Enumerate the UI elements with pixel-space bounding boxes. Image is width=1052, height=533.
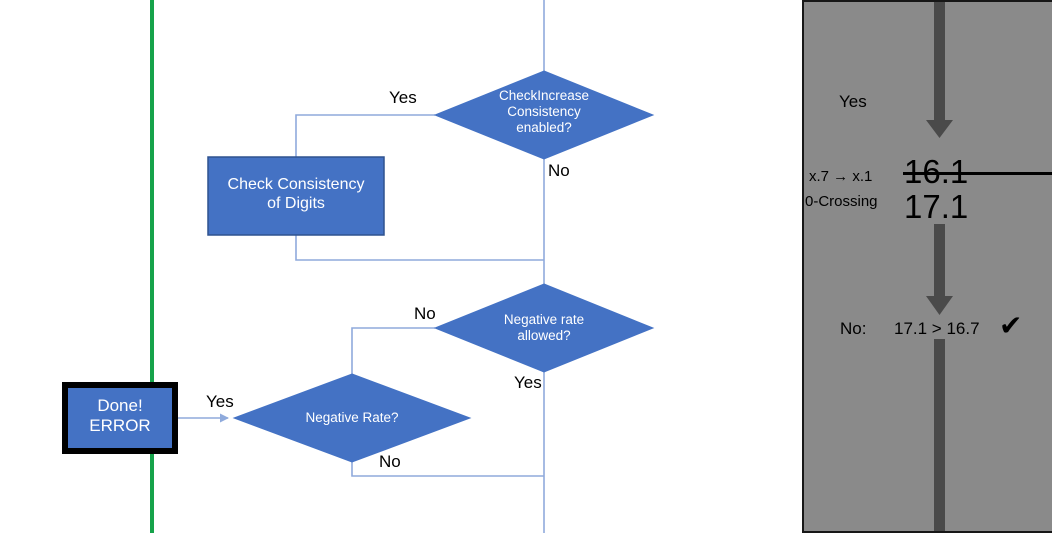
panel-result-prefix: No: xyxy=(840,319,867,338)
connector-yes-to-check-consistency xyxy=(295,114,435,157)
connector-check-consistency-to-trunk xyxy=(295,235,544,261)
panel-annotation-line-2: 0-Crossing xyxy=(805,193,878,210)
edge-label-no-negative-rate: No xyxy=(379,452,401,471)
decision-negative-rate-allowed[interactable] xyxy=(433,283,655,373)
terminal-done-error[interactable] xyxy=(62,382,178,454)
edge-label-yes-check-increase: Yes xyxy=(389,88,417,107)
flowchart-vector-layer xyxy=(62,0,655,533)
panel-tail-bottom xyxy=(934,339,945,531)
panel-tail-top xyxy=(934,224,945,252)
panel-result-comparison: 17.1 > 16.7 xyxy=(894,319,980,338)
panel-arrow-top xyxy=(926,2,953,138)
panel-value-current: 17.1 xyxy=(904,188,969,225)
flowchart-region: CheckIncrease Consistency enabled? Check… xyxy=(62,0,655,533)
panel-value-struck: 16.1 xyxy=(903,155,1052,188)
decision-negative-rate[interactable] xyxy=(232,373,472,463)
connector-no-to-negative-rate xyxy=(351,327,435,374)
panel-yes-label: Yes xyxy=(839,92,867,111)
edge-label-yes-negative-rate-allowed: Yes xyxy=(514,373,542,392)
connector-negative-rate-no-to-trunk xyxy=(351,462,544,477)
decision-check-increase-consistency[interactable] xyxy=(433,70,655,160)
annotation-panel: Yes x.7 → x.1 0-Crossing 16.1 17.1 No: 1… xyxy=(802,0,1052,533)
edge-label-no-check-increase: No xyxy=(548,161,570,180)
panel-result-check-icon: ✔ xyxy=(999,310,1023,341)
edge-label-yes-done-error: Yes xyxy=(206,392,234,411)
connector-group xyxy=(175,0,545,533)
panel-annotation-line-1: x.7 → x.1 xyxy=(809,168,873,185)
edge-label-no-negative-rate-allowed: No xyxy=(414,304,436,323)
panel-arrow-middle xyxy=(926,250,953,315)
process-check-consistency-of-digits[interactable] xyxy=(207,156,385,236)
panel-vector-layer xyxy=(926,2,953,531)
